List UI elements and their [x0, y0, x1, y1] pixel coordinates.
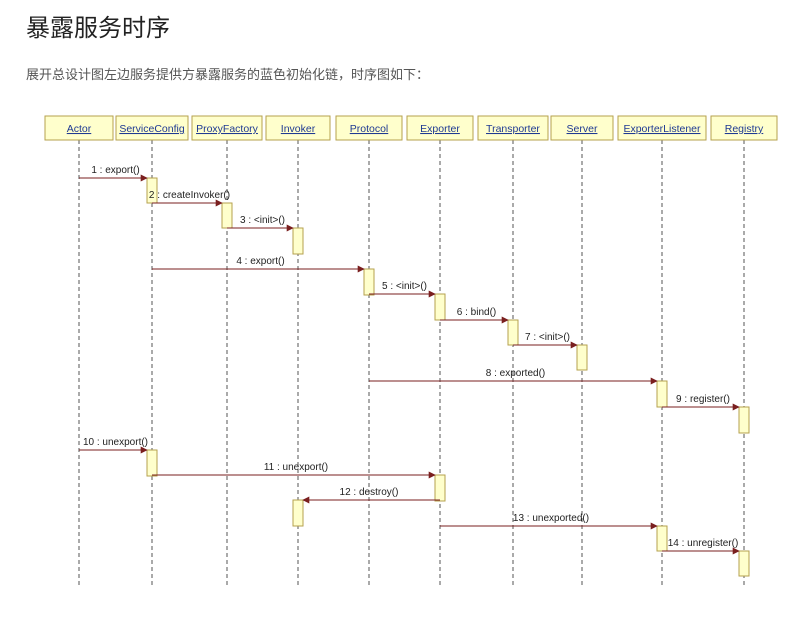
participant-box-proxyfactory [191, 115, 263, 141]
participant-box-exporter [406, 115, 474, 141]
message-label-10: 10 : unexport() [83, 437, 148, 448]
participant-label-proxyfactory: ProxyFactory [196, 123, 259, 135]
activation-serviceconfig-10 [146, 449, 158, 477]
message-label-9: 9 : register() [676, 394, 730, 405]
participant-box-server [550, 115, 614, 141]
activation-proxyfactory-2 [221, 202, 233, 229]
activation-exporter-11 [434, 474, 446, 502]
activation-transporter-6 [507, 319, 519, 346]
message-label-8: 8 : exported() [486, 368, 545, 379]
message-label-4: 4 : export() [236, 256, 284, 267]
participant-box-serviceconfig [115, 115, 189, 141]
participant-box-registry [710, 115, 778, 141]
message-label-11: 11 : unexport() [264, 462, 328, 473]
participant-label-transporter: Transporter [486, 123, 540, 135]
activation-protocol-4 [363, 268, 375, 296]
participant-label-server: Server [567, 123, 598, 135]
page-title: 暴露服务时序 [26, 14, 170, 42]
participant-label-protocol: Protocol [350, 123, 389, 135]
message-label-13: 13 : unexported() [513, 513, 589, 524]
activation-registry-14 [738, 550, 750, 577]
participant-box-invoker [265, 115, 331, 141]
participant-label-actor: Actor [67, 123, 92, 135]
activation-invoker-3 [292, 227, 304, 255]
activation-server-7 [576, 344, 588, 371]
message-label-3: 3 : <init>() [240, 215, 285, 226]
participant-box-exporterlistener [617, 115, 707, 141]
participant-label-serviceconfig: ServiceConfig [119, 123, 185, 135]
message-label-7: 7 : <init>() [525, 332, 570, 343]
participant-label-exporter: Exporter [420, 123, 460, 135]
message-label-2: 2 : createInvoker() [149, 190, 230, 201]
activation-exporter-5 [434, 293, 446, 321]
participant-box-transporter [477, 115, 549, 141]
participant-box-protocol [335, 115, 403, 141]
activation-invoker-12 [292, 499, 304, 527]
activation-exporterlistener-8 [656, 380, 668, 408]
participant-label-invoker: Invoker [281, 123, 316, 135]
message-label-6: 6 : bind() [457, 307, 496, 318]
message-label-12: 12 : destroy() [340, 487, 399, 498]
message-label-5: 5 : <init>() [382, 281, 427, 292]
participant-label-registry: Registry [725, 123, 764, 135]
participant-box-actor [44, 115, 114, 141]
participant-label-exporterlistener: ExporterListener [623, 123, 701, 135]
activation-exporterlistener-13 [656, 525, 668, 552]
activation-registry-9 [738, 406, 750, 434]
message-label-1: 1 : export() [91, 165, 139, 176]
message-label-14: 14 : unregister() [668, 538, 739, 549]
page-subtitle: 展开总设计图左边服务提供方暴露服务的蓝色初始化链，时序图如下： [26, 68, 430, 83]
